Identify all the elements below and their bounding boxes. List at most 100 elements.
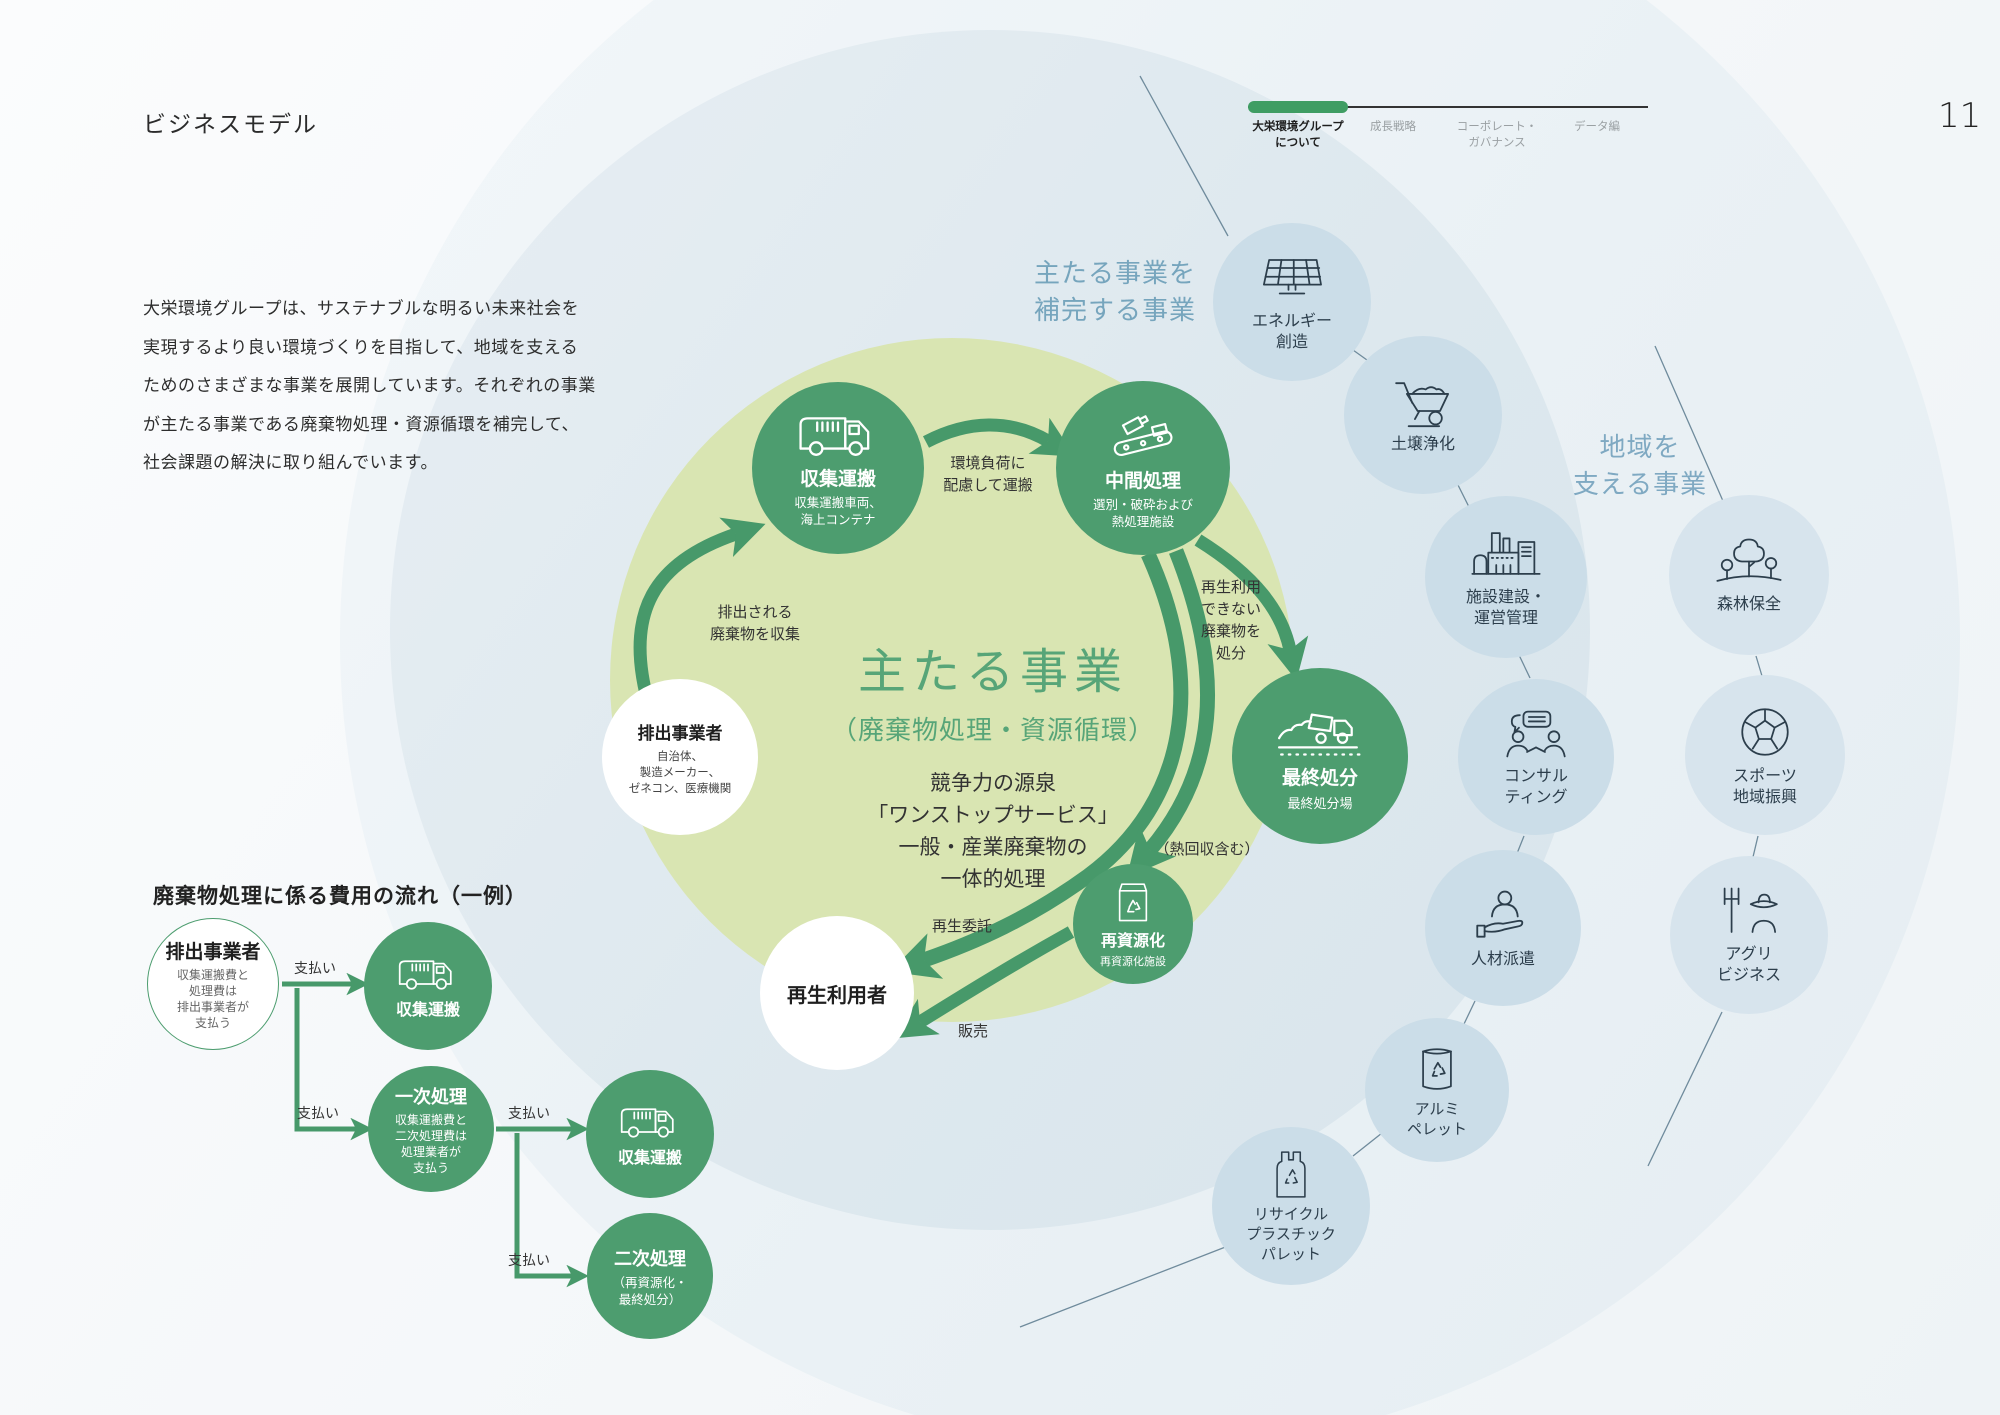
- forest-trees-icon: [1712, 536, 1786, 587]
- garbage-truck-icon: [617, 1101, 683, 1141]
- heading-complementary-businesses: 主たる事業を 補完する事業: [1033, 259, 1197, 326]
- caption-dispose: 再生利用 できない 廃棄物を 処分: [1200, 578, 1262, 662]
- arrow-sell: [893, 926, 1075, 1039]
- node-label: 再生利用者: [787, 982, 887, 1007]
- active-tab-indicator: [1248, 101, 1348, 113]
- plastic-bag-icon: [1270, 1149, 1312, 1200]
- node-sports-regional-development: スポーツ 地域振興: [1685, 675, 1845, 835]
- flow-node-collection-2: 収集運搬: [586, 1070, 714, 1198]
- node-recycling: 再資源化 再資源化施設: [1073, 864, 1193, 984]
- node-sublabel: 収集運搬車両、 海上コンテナ: [794, 495, 882, 527]
- wheelbarrow-icon: [1385, 376, 1461, 428]
- node-label: リサイクル プラスチック パレット: [1246, 1204, 1336, 1263]
- node-sublabel: 最終処分場: [1287, 796, 1353, 812]
- arrow-collect: [633, 517, 766, 704]
- flow-arrow-2: [294, 988, 373, 1141]
- caption-heat-recovery: （熱回収含む）: [1154, 840, 1260, 858]
- consulting-people-icon: [1498, 708, 1574, 760]
- heading-regional-businesses: 地域を 支える事業: [1572, 433, 1708, 500]
- node-agri-business: アグリ ビジネス: [1670, 856, 1828, 1014]
- node-recycled-plastic-pallet: リサイクル プラスチック パレット: [1212, 1127, 1370, 1285]
- node-label: 二次処理: [614, 1248, 686, 1270]
- node-label: アルミ ペレット: [1406, 1100, 1467, 1138]
- arrow-dispose: [1194, 534, 1309, 681]
- node-label: 最終処分: [1281, 766, 1358, 789]
- dump-truck-landfill-icon: [1275, 701, 1365, 759]
- soccer-ball-icon: [1737, 704, 1793, 760]
- garbage-truck-icon: [794, 408, 882, 460]
- agriculture-icon: [1714, 885, 1784, 939]
- node-sublabel: 自治体、 製造メーカー、 ゼネコン、医療機関: [628, 748, 732, 795]
- node-staffing: 人材派遣: [1425, 850, 1581, 1006]
- node-label: アグリ ビジネス: [1716, 944, 1781, 984]
- node-intermediate-treatment: 中間処理 選別・破砕および 熱処理施設: [1056, 381, 1230, 555]
- node-sublabel: 再資源化施設: [1100, 955, 1166, 968]
- factory-icon: [1467, 526, 1545, 581]
- flow-node-secondary-treatment: 二次処理 （再資源化・ 最終処分）: [587, 1213, 713, 1339]
- nav-tab-growth-strategy[interactable]: 成長戦略: [1370, 119, 1416, 133]
- pay-label-1: 支払い: [294, 961, 336, 977]
- pay-label-3: 支払い: [508, 1106, 550, 1122]
- caption-sell: 販売: [957, 1022, 989, 1040]
- node-sublabel: 収集運搬費と 二次処理費は 処理業者が 支払う: [394, 1112, 467, 1175]
- core-business-text: 主たる事業 （廃棄物処理・資源循環） 競争力の源泉 「ワンストップサービス」 一…: [831, 632, 1155, 895]
- caption-transport: 環境負荷に 配慮して運搬: [943, 454, 1033, 494]
- conveyor-sorting-icon: [1102, 406, 1184, 464]
- flow-node-waste-generator: 排出事業者 収集運搬費と 処理費は 排出事業者が 支払う: [147, 918, 279, 1050]
- intro-paragraph: 大栄環境グループは、サステナブルな明るい未来社会を 実現するより良い環境づくりを…: [143, 299, 596, 473]
- flow-node-collection-1: 収集運搬: [364, 922, 492, 1050]
- node-label: 施設建設・ 運営管理: [1465, 587, 1546, 627]
- page-title: ビジネスモデル: [143, 112, 318, 138]
- flow-arrows: [282, 972, 589, 1288]
- node-aluminum-pellet: アルミ ペレット: [1365, 1018, 1509, 1162]
- core-description: 競争力の源泉 「ワンストップサービス」 一般・産業廃棄物の 一体的処理: [867, 771, 1119, 891]
- node-recycled-material-user: 再生利用者: [760, 916, 914, 1070]
- node-label: 収集運搬: [617, 1147, 682, 1167]
- node-label: 排出事業者: [165, 941, 261, 963]
- arrow-consign: [889, 550, 1189, 979]
- pay-label-4: 支払い: [508, 1253, 550, 1269]
- core-subtitle: （廃棄物処理・資源循環）: [830, 716, 1156, 746]
- arrow-transport: [922, 417, 1076, 457]
- caption-collect: 排出される 廃棄物を収集: [709, 603, 801, 643]
- node-label: 再資源化: [1100, 931, 1165, 950]
- node-soil-purification: 土壌浄化: [1344, 336, 1502, 494]
- node-sublabel: 収集運搬費と 処理費は 排出事業者が 支払う: [176, 968, 249, 1030]
- recycle-bag-icon: [1113, 879, 1153, 925]
- cycle-arrows: [633, 417, 1309, 1039]
- cost-flow-title: 廃棄物処理に係る費用の流れ（一例）: [153, 884, 527, 908]
- node-facility-construction: 施設建設・ 運営管理: [1425, 496, 1587, 658]
- node-sublabel: （再資源化・ 最終処分）: [612, 1274, 688, 1307]
- flow-node-primary-treatment: 一次処理 収集運搬費と 二次処理費は 処理業者が 支払う: [368, 1066, 494, 1192]
- node-waste-generators: 排出事業者 自治体、 製造メーカー、 ゼネコン、医療機関: [602, 679, 758, 835]
- garbage-truck-icon: [395, 953, 461, 993]
- solar-panel-icon: [1255, 253, 1329, 304]
- node-label: 収集運搬: [799, 468, 876, 490]
- node-energy-creation: エネルギー 創造: [1213, 223, 1371, 381]
- aluminum-can-icon: [1417, 1041, 1457, 1095]
- nav-divider-line: [1248, 106, 1648, 108]
- node-label: 土壌浄化: [1390, 434, 1455, 453]
- core-title: 主たる事業: [857, 644, 1129, 700]
- node-label: 収集運搬: [395, 999, 460, 1019]
- page-number: 11: [1938, 96, 1982, 136]
- node-label: スポーツ 地域振興: [1732, 765, 1797, 806]
- nav-tab-corporate-governance[interactable]: コーポレート・ ガバナンス: [1456, 119, 1538, 149]
- node-label: 排出事業者: [637, 723, 723, 744]
- node-label: エネルギー 創造: [1251, 310, 1332, 351]
- arrow-heat-recovery: [1126, 548, 1216, 878]
- node-label: 人材派遣: [1470, 949, 1535, 968]
- nav-tab-group-about[interactable]: 大栄環境グループ について: [1252, 119, 1344, 149]
- node-label: 一次処理: [395, 1086, 467, 1108]
- hand-person-icon: [1468, 887, 1538, 944]
- node-consulting: コンサル ティング: [1458, 679, 1614, 835]
- nav-tab-data[interactable]: データ編: [1574, 119, 1620, 133]
- node-forest-conservation: 森林保全: [1669, 495, 1829, 655]
- pay-label-2: 支払い: [297, 1106, 339, 1122]
- node-final-disposal: 最終処分 最終処分場: [1232, 668, 1408, 844]
- node-sublabel: 選別・破砕および 熱処理施設: [1092, 497, 1193, 529]
- node-label: コンサル ティング: [1503, 765, 1568, 806]
- flow-arrow-4: [514, 1133, 589, 1288]
